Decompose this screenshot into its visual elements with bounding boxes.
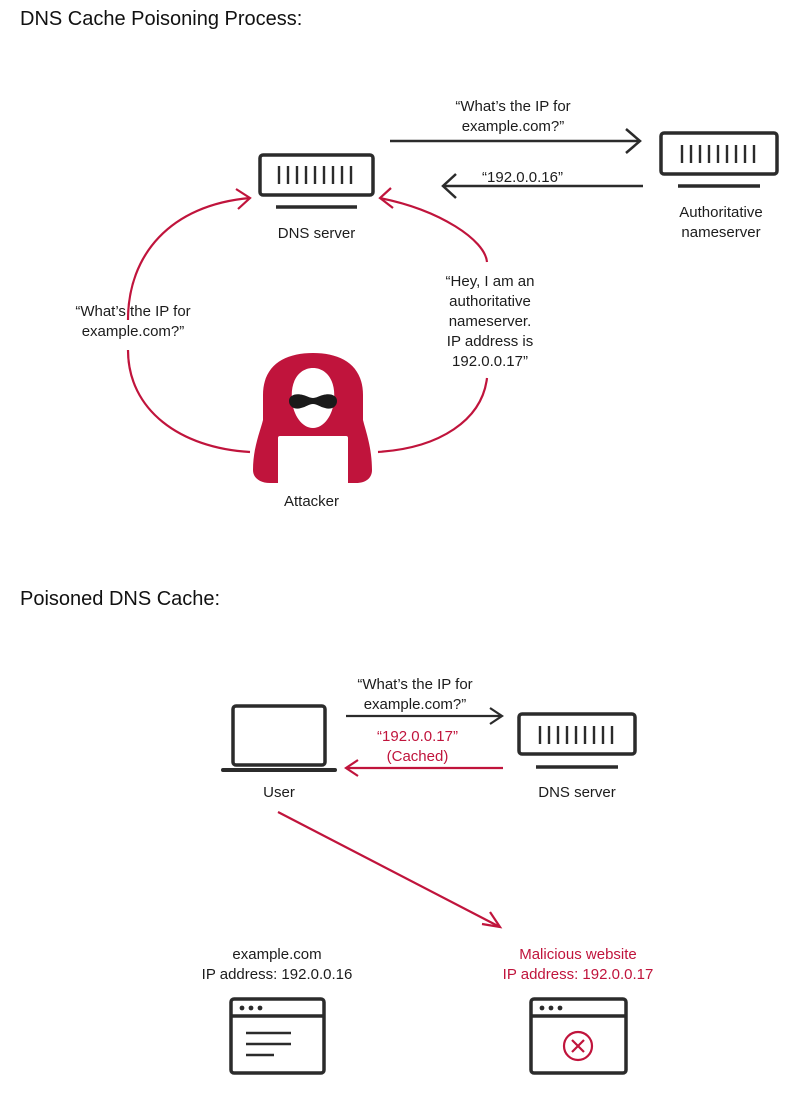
left-query-text: “What’s the IP for example.com?”	[40, 302, 226, 342]
malicious-website-ip: IP address: 192.0.0.17	[502, 966, 654, 983]
malicious-website-label: Malicious website IP address: 192.0.0.17	[478, 945, 678, 985]
attacker-label: Attacker	[283, 493, 340, 510]
legit-website-name: example.com	[232, 946, 322, 963]
legit-website-label: example.com IP address: 192.0.0.16	[177, 945, 377, 985]
attacker-message-line4: IP address is	[446, 333, 534, 350]
section2-title: Poisoned DNS Cache:	[20, 588, 221, 610]
right-loop-arrow	[377, 187, 489, 454]
query-text-line1: “What’s the IP for	[455, 98, 571, 115]
dns-server-label-2: DNS server	[538, 784, 616, 801]
query-text-line2: example.com?”	[461, 118, 565, 135]
authoritative-label-line2: nameserver	[681, 224, 761, 241]
authoritative-nameserver-icon	[659, 131, 779, 188]
legit-website-ip: IP address: 192.0.0.16	[201, 966, 353, 983]
attacker-message-line2: authoritative	[449, 293, 531, 310]
left-query-text-line2: example.com?”	[81, 323, 185, 340]
cached-response-line1: “192.0.0.17”	[377, 728, 458, 745]
left-loop-arrow	[126, 188, 252, 454]
attacker-message: “Hey, I am an authoritative nameserver. …	[410, 272, 570, 372]
authoritative-label: Authoritative nameserver	[640, 203, 800, 243]
user-label: User	[263, 784, 295, 801]
response-arrow	[441, 173, 643, 199]
malicious-website-name: Malicious website	[519, 946, 637, 963]
cached-response-line2: (Cached)	[386, 748, 449, 765]
attacker-message-line1: “Hey, I am an	[445, 273, 535, 290]
dns-server-icon	[258, 153, 375, 209]
legit-website-icon	[229, 997, 326, 1075]
authoritative-label-line1: Authoritative	[679, 204, 763, 221]
attacker-icon	[253, 353, 372, 486]
cached-response-text: “192.0.0.17” (Cached)	[345, 727, 490, 767]
redirect-arrow	[277, 811, 503, 929]
user-laptop-icon	[221, 704, 337, 772]
attacker-message-line5: 192.0.0.17”	[452, 353, 528, 370]
dns-server-icon-2	[517, 712, 637, 769]
dns-server-label: DNS server	[277, 225, 356, 242]
query-arrow	[390, 128, 642, 154]
cached-response-arrow	[344, 759, 503, 777]
attacker-message-line3: nameserver.	[448, 313, 532, 330]
user-query-text-line1: “What’s the IP for	[357, 676, 473, 693]
malicious-website-icon	[529, 997, 628, 1075]
user-query-text-line2: example.com?”	[363, 696, 467, 713]
user-query-arrow	[346, 707, 504, 725]
response-text: “192.0.0.16”	[482, 169, 563, 186]
user-query-text: “What’s the IP for example.com?”	[330, 675, 500, 715]
query-text: “What’s the IP for example.com?”	[420, 97, 606, 137]
left-query-text-line1: “What’s the IP for	[75, 303, 191, 320]
section1-title: DNS Cache Poisoning Process:	[20, 8, 303, 30]
